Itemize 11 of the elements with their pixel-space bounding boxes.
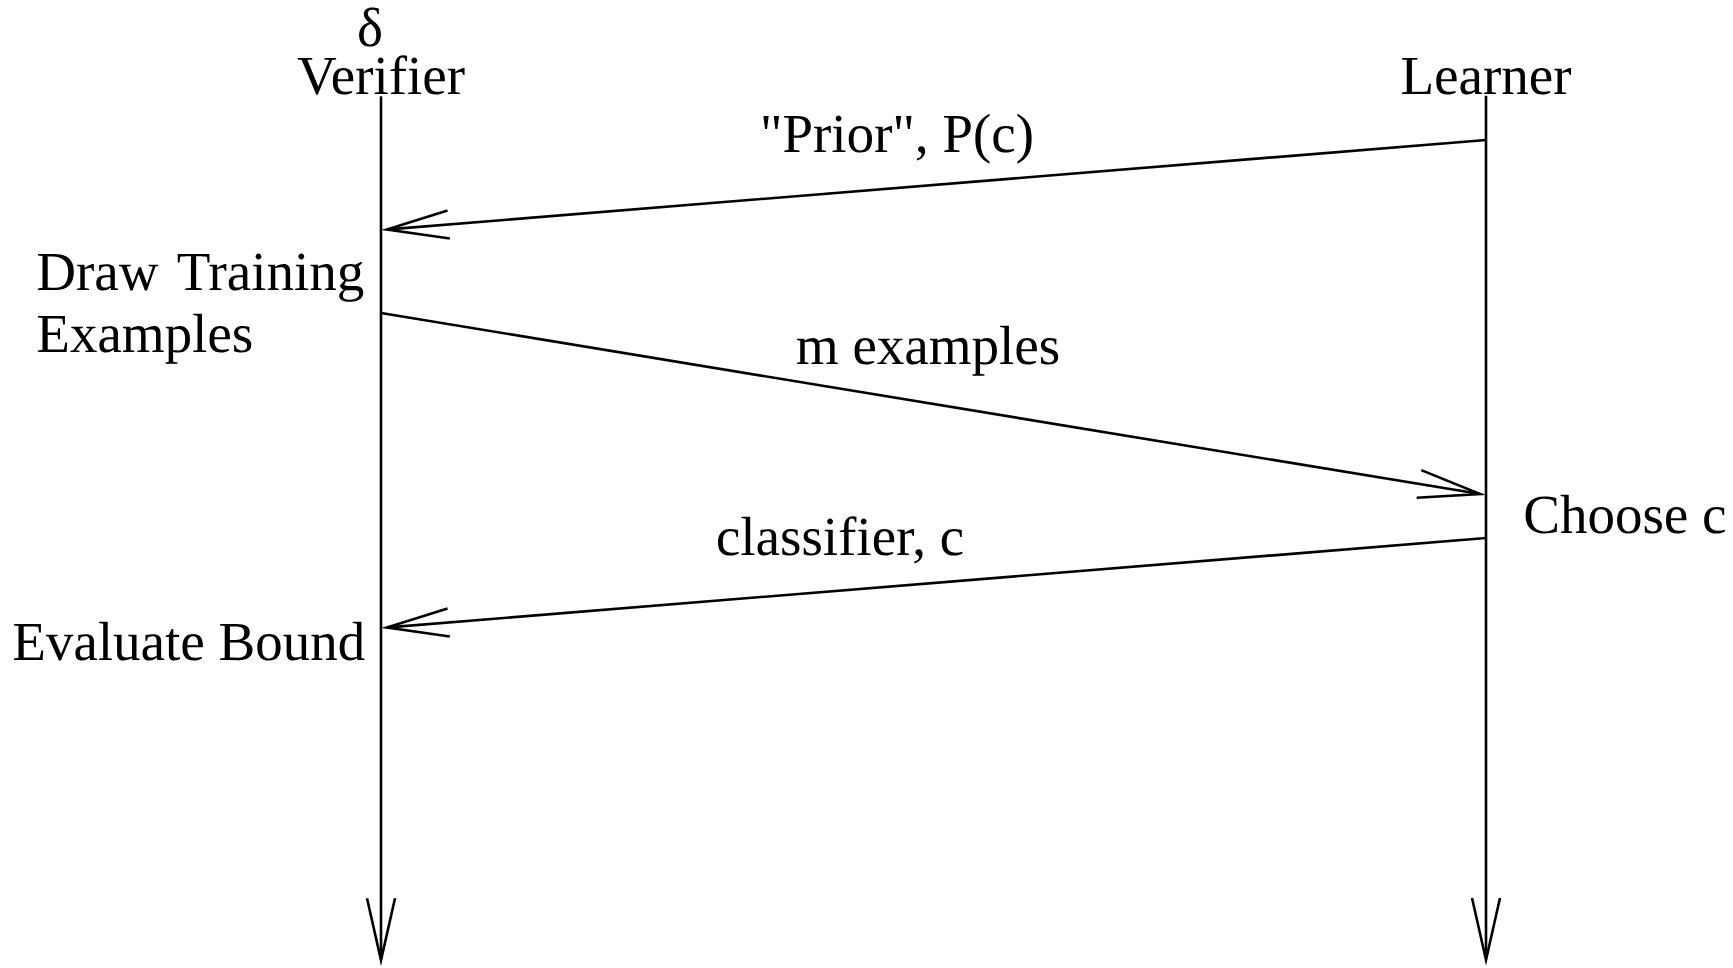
message-arrow [381,138,1487,240]
message-label: "Prior", P(c) [760,113,1035,164]
message-label: classifier, c [715,516,965,564]
message-arrow [380,311,1486,500]
step-label: Evaluate Bound [13,621,365,661]
participant-label: Verifier [297,55,465,95]
participant-label: Learner [1402,58,1572,95]
step-label: Choose c [1525,494,1725,534]
step-label: Draw Training Examples [37,253,364,364]
message-label: m examples [795,325,1061,376]
message-arrow [381,536,1487,638]
